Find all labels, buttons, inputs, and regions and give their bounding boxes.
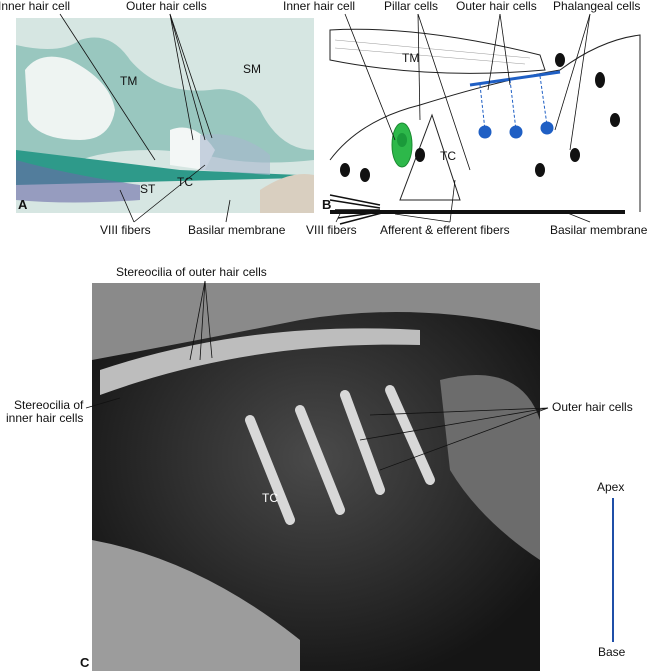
c-stereocilia-inner-label: Stereocilia of inner hair cells [6, 398, 84, 425]
c-tc-label: TC [262, 491, 278, 505]
b-afferent-efferent-label: Afferent & efferent fibers [380, 223, 510, 237]
a-tm-label: TM [120, 74, 138, 88]
panel-b-letter: B [322, 197, 332, 212]
b-outer-hair-cells-label: Outer hair cells [456, 0, 537, 13]
b-tm-label: TM [402, 51, 420, 65]
panel-a-micrograph [16, 18, 314, 213]
a-inner-hair-cell-label: Inner hair cell [0, 0, 71, 13]
a-sm-label: SM [243, 62, 261, 76]
a-basilar-membrane-label: Basilar membrane [188, 223, 286, 237]
c-outer-hair-cells-label: Outer hair cells [552, 400, 633, 414]
panel-c-letter: C [80, 655, 90, 670]
a-viii-fibers-label: VIII fibers [100, 223, 151, 237]
b-inner-hair-cell-label: Inner hair cell [283, 0, 356, 13]
panel-b-drawing [329, 28, 641, 225]
panel-a-letter: A [18, 197, 28, 212]
b-tc-label: TC [440, 149, 456, 163]
b-phalangeal-cells-label: Phalangeal cells [553, 0, 641, 13]
a-outer-hair-cells-label: Outer hair cells [126, 0, 207, 13]
base-label: Base [598, 645, 626, 659]
apex-label: Apex [597, 480, 625, 494]
b-viii-fibers-label: VIII fibers [306, 223, 357, 237]
a-tc-label: TC [177, 175, 193, 189]
leader-lines [59, 13, 591, 471]
c-stereocilia-outer-label: Stereocilia of outer hair cells [116, 265, 267, 279]
a-st-label: ST [140, 182, 156, 196]
b-pillar-cells-label: Pillar cells [384, 0, 439, 13]
panel-c-sem-image [92, 283, 540, 671]
b-basilar-membrane-label: Basilar membrane [550, 223, 648, 237]
